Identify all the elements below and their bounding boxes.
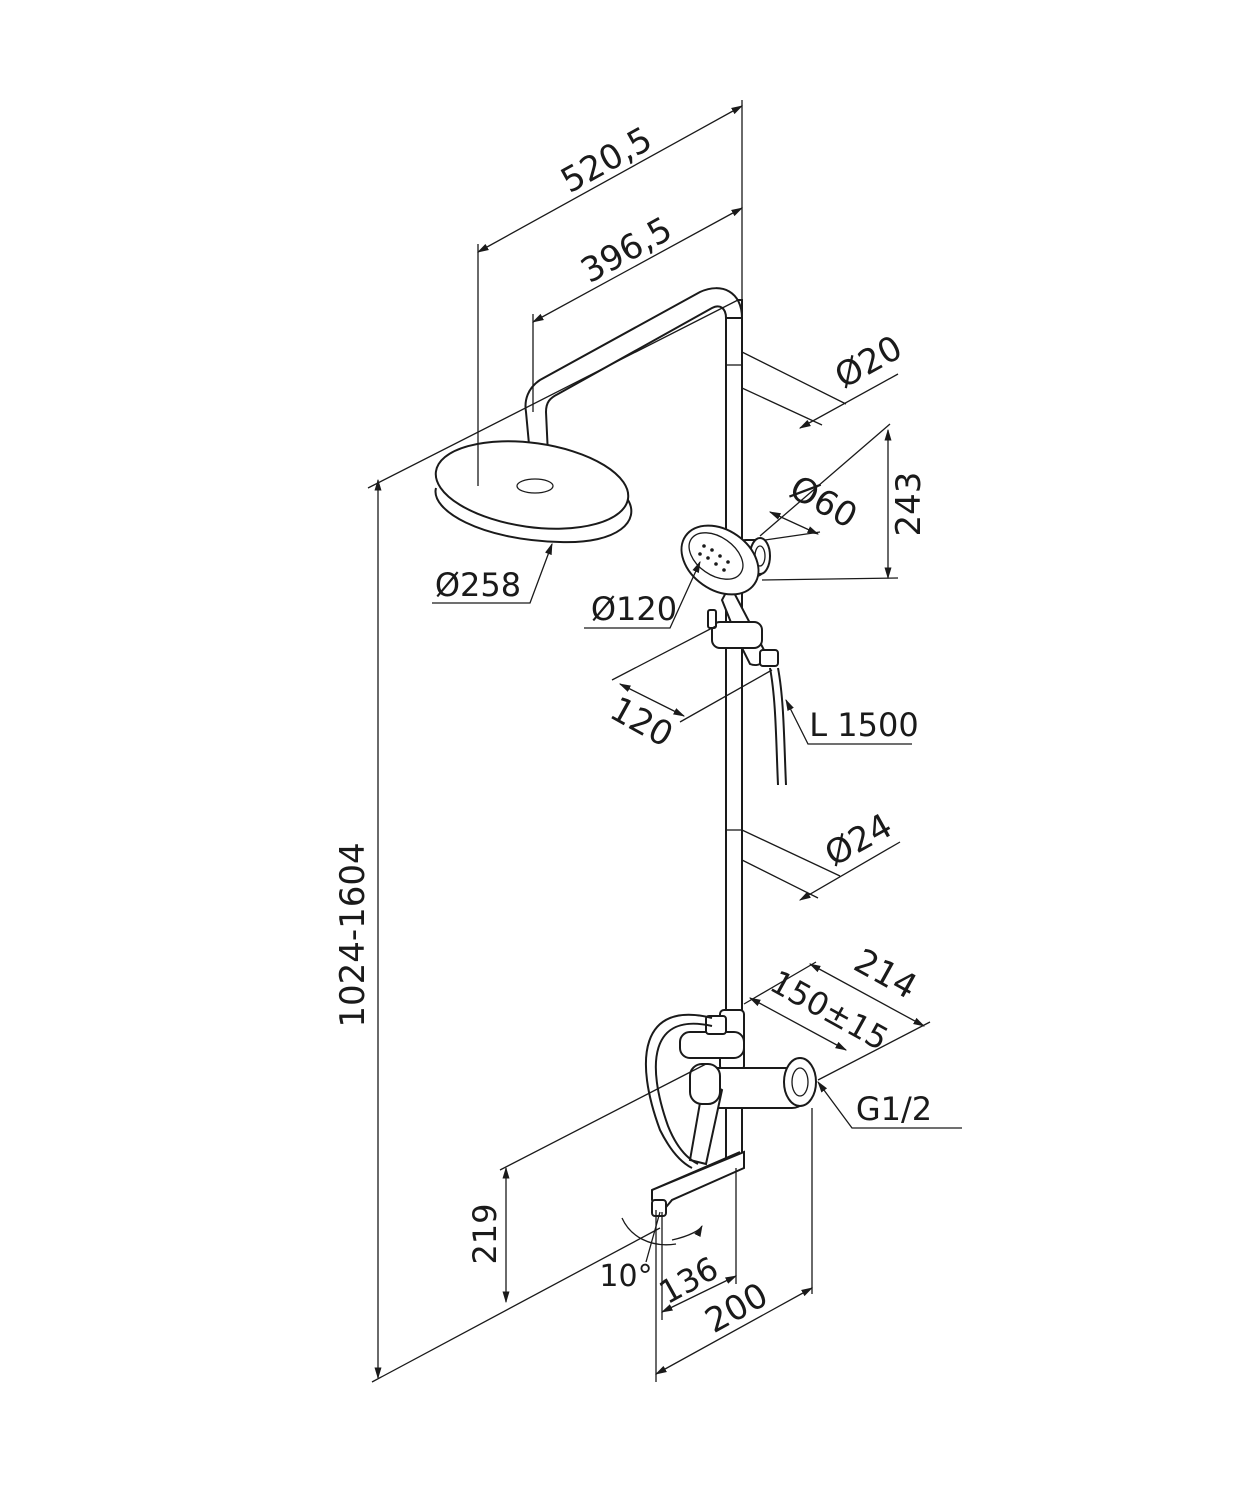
rain-head: [434, 440, 633, 544]
holder-height-label: 243: [889, 472, 929, 537]
bath-hose: [644, 1013, 713, 1169]
holder-offset-label: 120: [603, 689, 679, 755]
holder-diameter-label: Ø60: [783, 468, 864, 537]
spout-height-label: 219: [466, 1203, 504, 1264]
overall-height-label: 1024-1604: [333, 842, 373, 1027]
shower-arm: [524, 287, 744, 456]
mixer: [679, 1009, 817, 1166]
spout-angle-label: 10°: [599, 1259, 652, 1294]
dimension-lines: [367, 100, 962, 1383]
slide-bracket: [707, 609, 779, 667]
connection-thread-label: G1/2: [856, 1090, 932, 1128]
hand-hose: [769, 667, 779, 786]
lower-pipe-diameter-label: Ø24: [818, 806, 899, 875]
arm-reach-total-label: 520,5: [554, 119, 659, 201]
hand-shower-diameter-label: Ø120: [591, 590, 677, 628]
upper-pipe-diameter-label: Ø20: [828, 328, 909, 397]
rain-head-diameter-label: Ø258: [435, 566, 521, 604]
mixer-depth-label: 214: [847, 941, 923, 1007]
dimension-labels: 1024-1604 520,5 396,5 Ø20 Ø258 243 Ø60 Ø…: [333, 119, 932, 1341]
arm-reach-label: 396,5: [574, 209, 679, 291]
hose-length-label: L 1500: [809, 706, 918, 744]
